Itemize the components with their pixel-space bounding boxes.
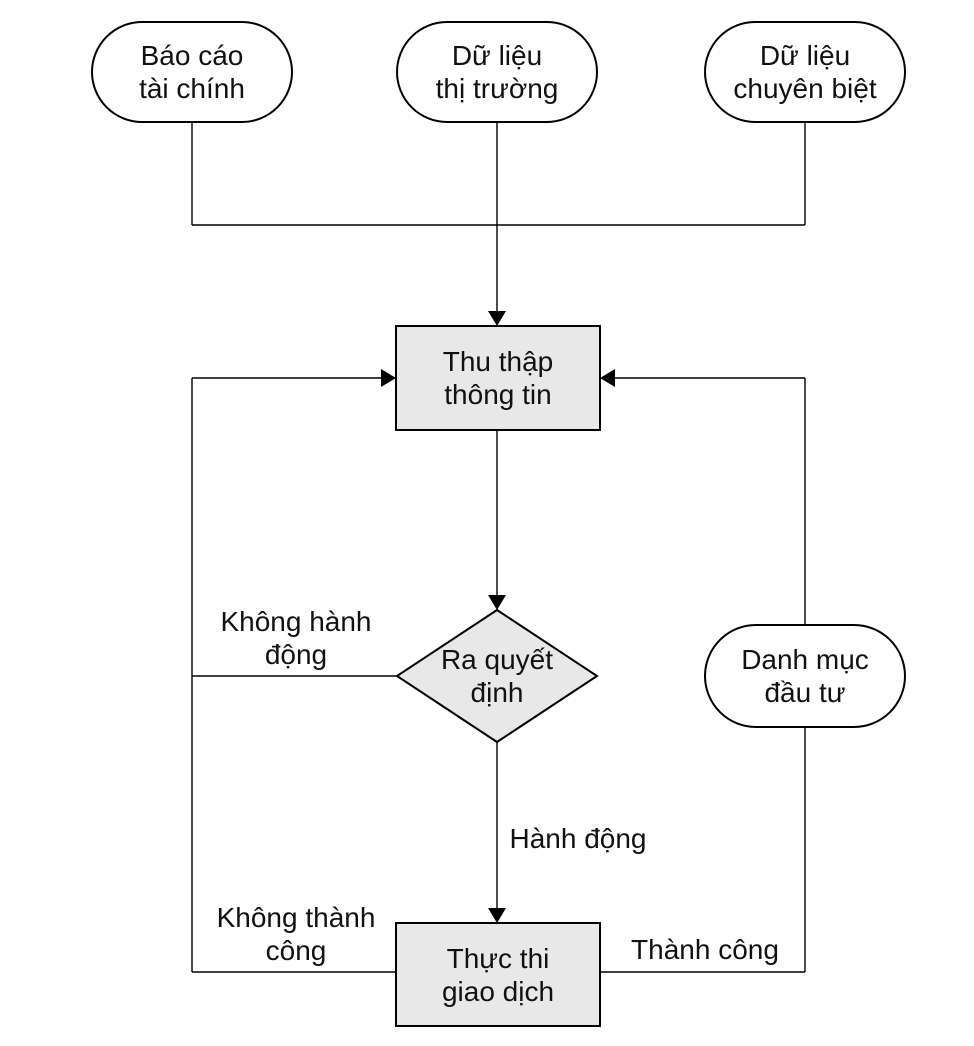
arrowhead-into-collect-left — [381, 369, 396, 387]
node-financial-reports-label: Báo cáo tài chính — [92, 22, 292, 122]
node-specialized-data-line2: chuyên biệt — [733, 73, 877, 104]
node-portfolio-label: Danh mục đầu tư — [705, 625, 905, 727]
node-make-decision-shape — [395, 608, 599, 744]
node-portfolio-line2: đầu tư — [764, 677, 846, 708]
node-collect-info-label: Thu thập thông tin — [396, 326, 600, 430]
edge-label-no-action-line2: động — [264, 639, 328, 670]
edge-label-action: Hành động — [493, 821, 663, 855]
arrowhead-into-decision — [488, 595, 506, 610]
arrowhead-into-execute — [488, 908, 506, 923]
edge-label-unsuccessful-line2: công — [265, 935, 327, 966]
node-execute-trade-label: Thực thi giao dịch — [396, 923, 600, 1026]
node-market-data-shape — [396, 21, 598, 123]
node-financial-reports-shape — [91, 21, 293, 123]
node-collect-info-shape — [395, 325, 601, 431]
edge-label-unsuccessful: Không thành công — [186, 901, 406, 967]
node-financial-reports-line1: Báo cáo — [140, 40, 244, 71]
node-collect-info-line1: Thu thập — [442, 346, 554, 377]
arrowhead-into-collect-right — [600, 369, 615, 387]
node-market-data-line1: Dữ liệu — [451, 40, 543, 71]
node-make-decision-line2: định — [470, 677, 524, 708]
node-make-decision-label: Ra quyết định — [417, 636, 577, 716]
node-execute-trade-line1: Thực thi — [446, 942, 550, 974]
edge-label-no-action: Không hành động — [186, 605, 406, 671]
node-execute-trade-shape — [395, 922, 601, 1027]
node-collect-info-line2: thông tin — [444, 379, 552, 410]
edge-label-action-text: Hành động — [509, 822, 647, 854]
node-financial-reports-line2: tài chính — [139, 73, 245, 104]
node-specialized-data-label: Dữ liệu chuyên biệt — [705, 22, 905, 122]
edge-label-unsuccessful-line1: Không thành — [216, 902, 376, 933]
arrowhead-into-collect-top — [488, 311, 506, 326]
edge-label-no-action-line1: Không hành — [220, 606, 372, 637]
node-market-data-label: Dữ liệu thị trường — [397, 22, 597, 122]
node-specialized-data-shape — [704, 21, 906, 123]
node-specialized-data-line1: Dữ liệu — [759, 40, 851, 71]
node-execute-trade-line2: giao dịch — [441, 975, 555, 1007]
edge-label-successful: Thành công — [615, 932, 795, 966]
node-portfolio-shape — [704, 624, 906, 728]
node-market-data-line2: thị trường — [435, 73, 559, 104]
node-make-decision-line1: Ra quyết — [440, 644, 554, 675]
node-portfolio-line1: Danh mục — [741, 644, 869, 675]
edge-label-successful-text: Thành công — [631, 933, 779, 965]
